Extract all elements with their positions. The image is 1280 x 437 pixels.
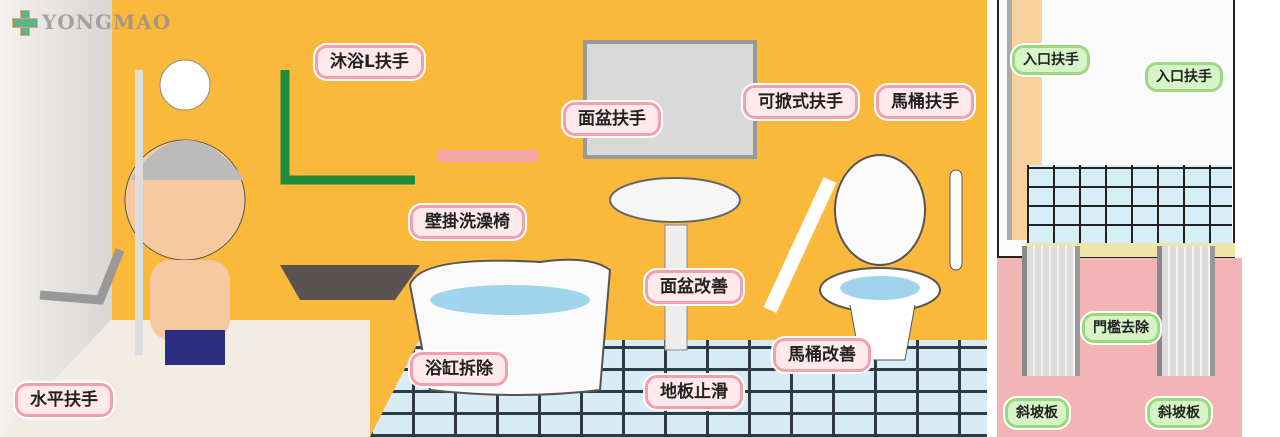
toilet-lid-icon: [834, 154, 926, 266]
ramp-left-icon: [1022, 246, 1080, 376]
cross-icon: [12, 10, 38, 36]
label-toilet-improvement: 馬桶改善: [773, 338, 871, 372]
label-basin-grab-bar: 面盆扶手: [563, 102, 661, 136]
label-horizontal-grab-bar: 水平扶手: [15, 383, 113, 417]
shower-chair-icon: [280, 265, 420, 300]
label-anti-slip-floor: 地板止滑: [645, 375, 743, 409]
label-threshold-removal: 門檻去除: [1082, 313, 1160, 343]
bathroom-illustration: YONGMAO 沐浴L扶手 面盆扶手 可掀式扶手 馬桶扶手 壁掛洗澡椅 面盆改善…: [0, 0, 987, 437]
label-ramp-right: 斜坡板: [1147, 398, 1211, 428]
mirror-icon: [583, 40, 757, 159]
label-ramp-left: 斜坡板: [1005, 398, 1069, 428]
label-shower-l-grab-bar: 沐浴L扶手: [315, 45, 424, 79]
bathtub-water-icon: [430, 285, 590, 315]
ramp-right-icon: [1157, 246, 1215, 376]
sink-icon: [609, 177, 741, 223]
toilet-bar-icon: [949, 169, 963, 271]
shower-head-icon: [159, 59, 211, 111]
shelf-icon: [437, 150, 537, 162]
l-grab-bar-icon: [280, 70, 415, 185]
label-wall-shower-chair: 壁掛洗澡椅: [410, 205, 525, 239]
restroom-floor: [1027, 165, 1232, 245]
label-bathtub-removal: 浴缸拆除: [410, 352, 508, 386]
label-entrance-grab-bar-right: 入口扶手: [1145, 62, 1223, 92]
logo-text: YONGMAO: [42, 10, 172, 34]
label-flip-up-grab-bar: 可掀式扶手: [743, 85, 858, 119]
label-toilet-grab-bar: 馬桶扶手: [876, 85, 974, 119]
logo: YONGMAO: [12, 10, 172, 36]
label-entrance-grab-bar-left: 入口扶手: [1012, 45, 1090, 75]
entrance-illustration: 入口扶手 入口扶手 門檻去除 斜坡板 斜坡板: [997, 0, 1242, 437]
flip-up-bar-icon: [763, 177, 837, 313]
horizontal-grab-bar-icon: [39, 248, 125, 305]
label-basin-improvement: 面盆改善: [645, 270, 743, 304]
